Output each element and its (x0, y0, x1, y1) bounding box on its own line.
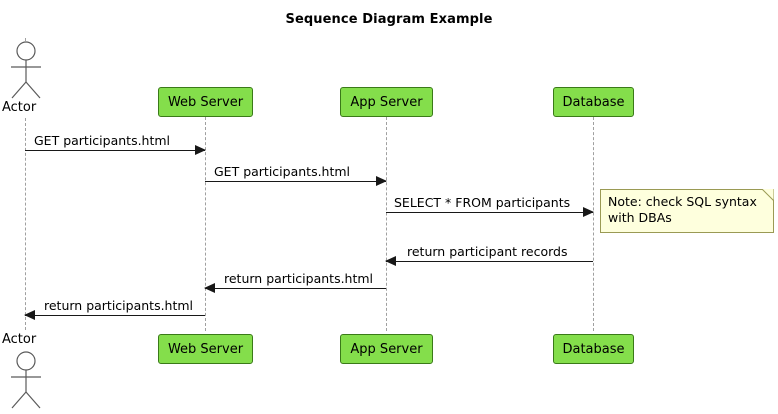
participant-label-database-top: Database (562, 94, 625, 110)
message-4-arrow (385, 256, 593, 266)
participant-label-app-server-bottom: App Server (350, 341, 423, 357)
message-4-label: return participant records (407, 244, 568, 259)
participant-app-server-bottom[interactable]: App Server (340, 334, 433, 364)
message-2-label: GET participants.html (214, 164, 351, 179)
note-text-line-1: Note: check SQL syntax (608, 194, 757, 209)
lifeline-web-server (205, 117, 206, 331)
message-6-label: return participants.html (44, 298, 194, 313)
participant-database-bottom[interactable]: Database (553, 334, 634, 364)
participant-label-app-server-top: App Server (350, 94, 423, 110)
participant-app-server-top[interactable]: App Server (340, 87, 433, 117)
message-2-arrow (205, 176, 387, 186)
actor-stick-figure-icon (11, 351, 41, 409)
message-1-label: GET participants.html (34, 133, 171, 148)
note-text-line-2: with DBAs (608, 210, 672, 225)
message-6-arrow (24, 310, 205, 320)
message-3-arrow (386, 207, 594, 217)
participant-label-web-server-bottom: Web Server (167, 341, 244, 357)
note-fold-corner-icon (762, 189, 774, 201)
participant-label-actor-top: Actor (2, 100, 37, 115)
page-title: Sequence Diagram Example (285, 12, 493, 27)
participant-database-top[interactable]: Database (553, 87, 634, 117)
participant-web-server-bottom[interactable]: Web Server (158, 334, 253, 364)
lifeline-app-server (386, 117, 387, 331)
participant-label-database-bottom: Database (562, 341, 625, 357)
lifeline-actor (25, 118, 26, 330)
lifeline-database (593, 117, 594, 331)
participant-web-server-top[interactable]: Web Server (158, 87, 253, 117)
message-5-arrow (204, 283, 386, 293)
actor-figure-top (3, 40, 49, 102)
note-sql-syntax: Note: check SQL syntax with DBAs (600, 189, 774, 233)
actor-stick-figure-icon (11, 41, 41, 99)
message-1-arrow (25, 145, 206, 155)
actor-figure-bottom (3, 350, 49, 412)
message-3-label: SELECT * FROM participants (394, 195, 571, 210)
participant-label-web-server-top: Web Server (167, 94, 244, 110)
participant-label-actor-bottom: Actor (2, 332, 37, 347)
message-5-label: return participants.html (224, 271, 374, 286)
